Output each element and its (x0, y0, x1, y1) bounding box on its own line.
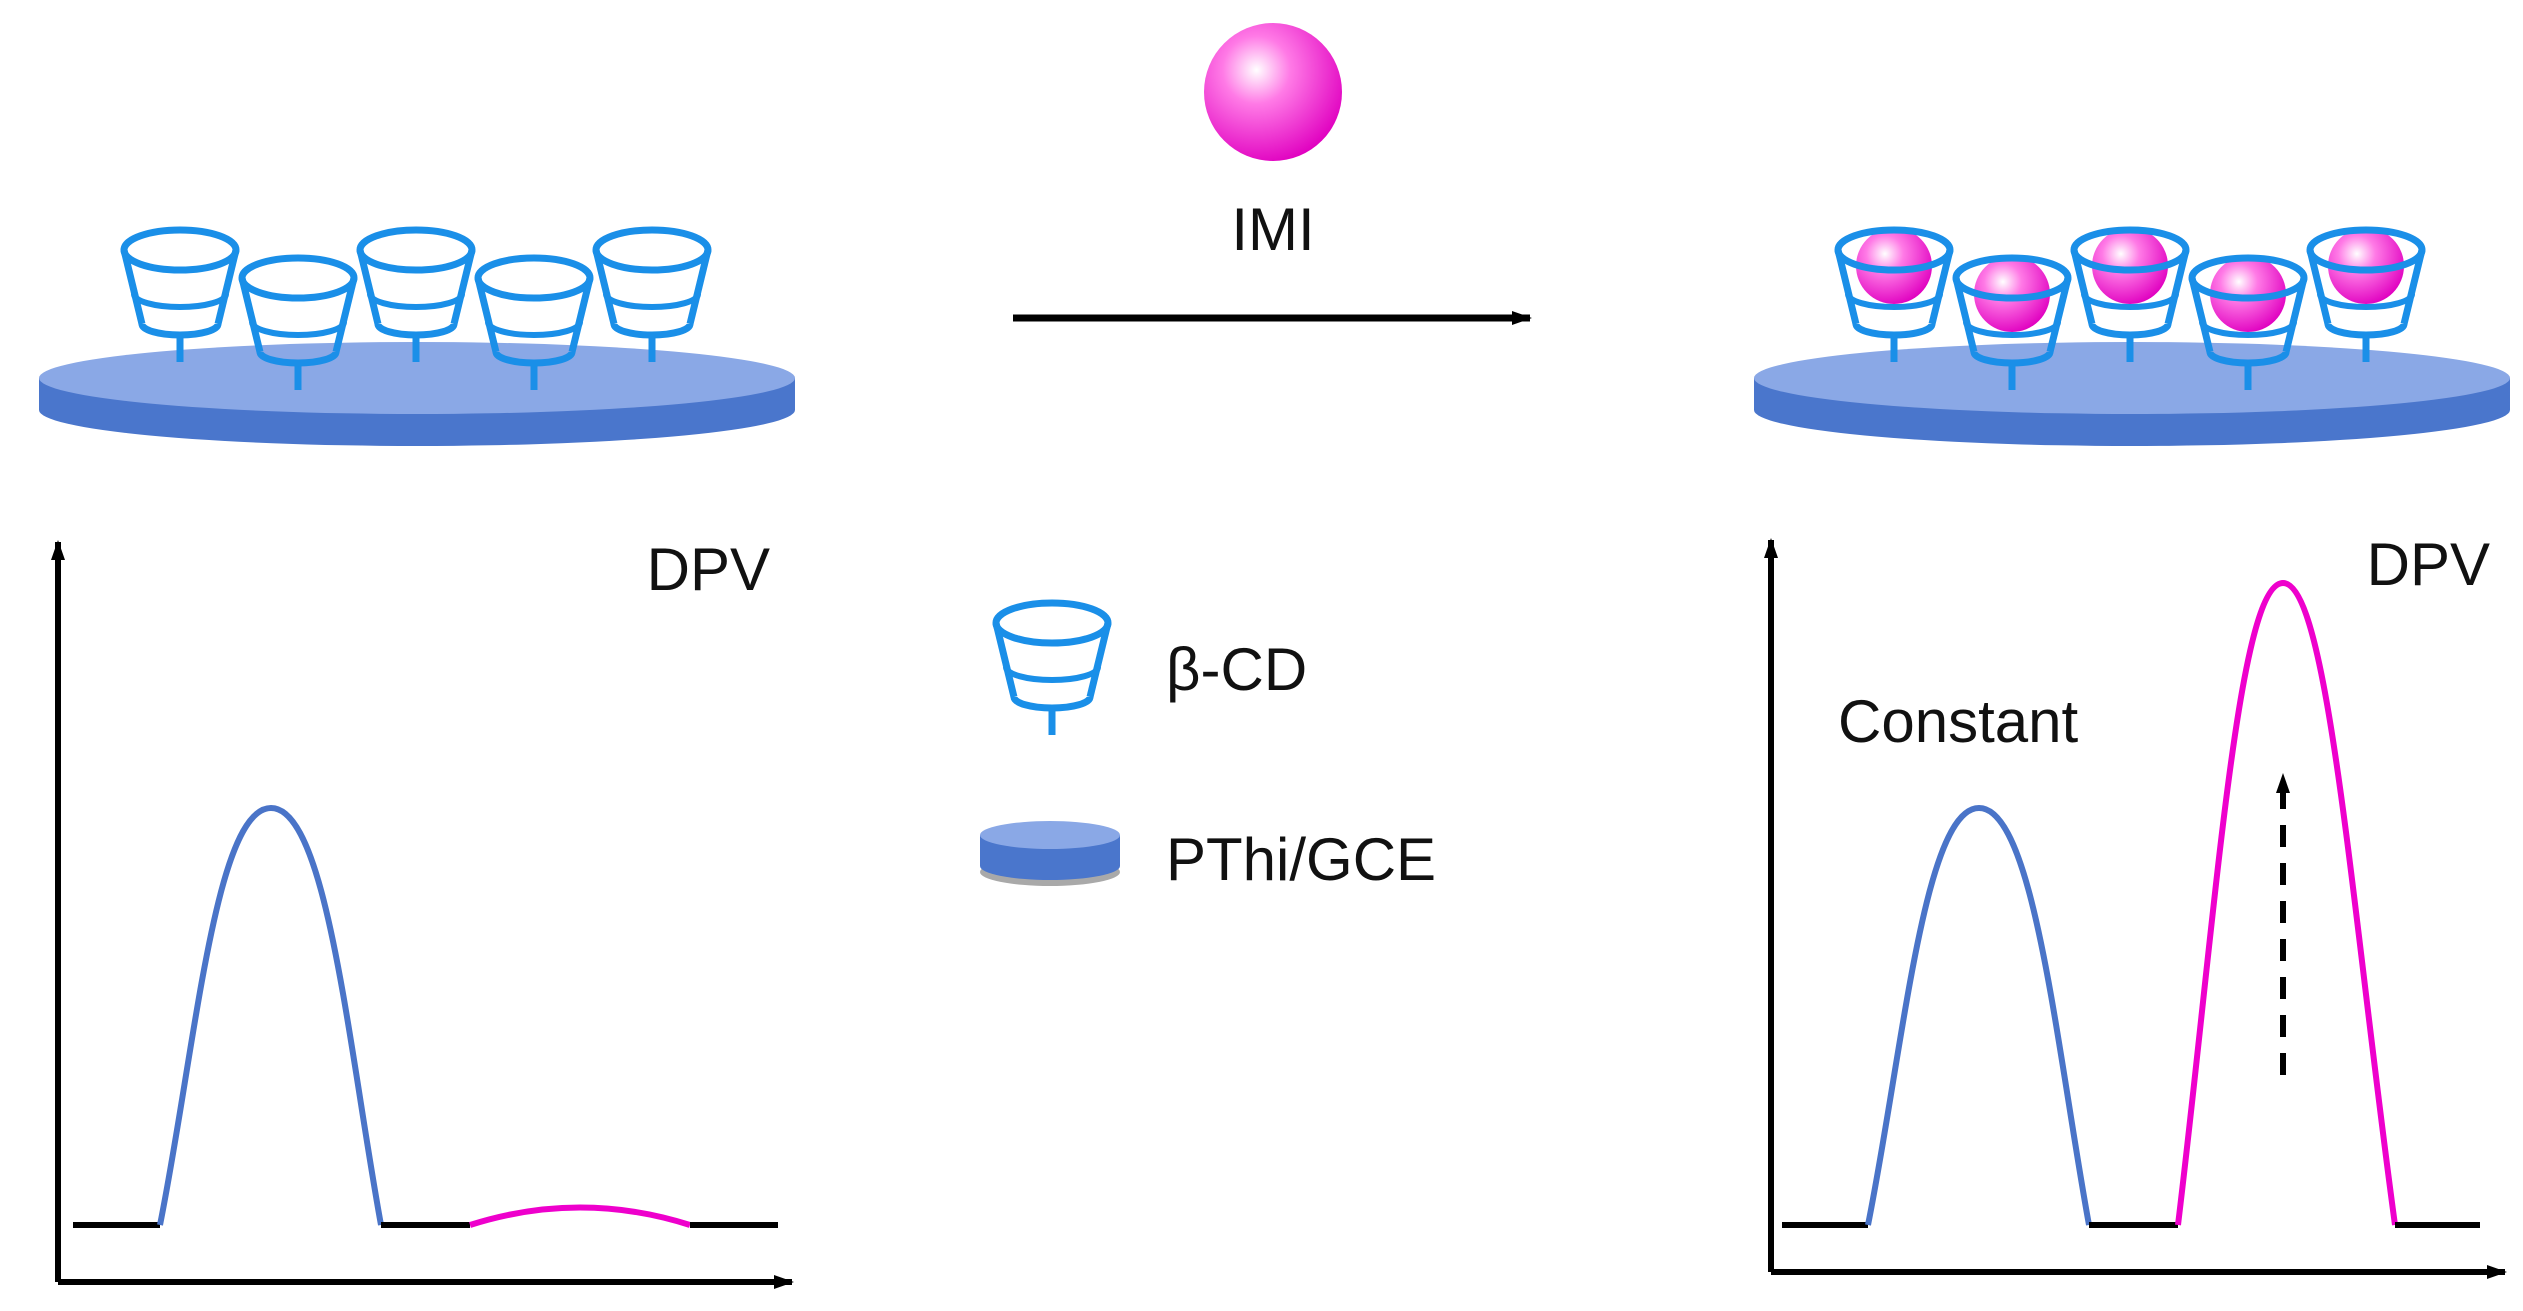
constant-annotation: Constant (1838, 688, 2078, 755)
right-electrode (1754, 342, 2510, 446)
baseline-peak-constant (1865, 804, 2092, 1226)
imi-sphere-icon (2210, 256, 2286, 332)
legend-label-beta-cd: β-CD (1166, 636, 1307, 703)
imi-sphere-icon (1974, 256, 2050, 332)
right-cd-cups-with-imi (1838, 228, 2422, 390)
electrode-top (1754, 342, 2510, 414)
right-dpv-plot: DPV Constant (1764, 531, 2507, 1279)
dpv-title: DPV (647, 536, 770, 603)
imi-sphere-icon (1856, 228, 1932, 304)
imi-sphere-icon (2328, 228, 2404, 304)
beta-cd-cup-icon (996, 603, 1108, 735)
imi-sphere-icon (1204, 23, 1342, 161)
beta-cd-cup-icon (596, 230, 708, 362)
electrode-disk-icon (980, 821, 1120, 886)
left-electrode (39, 342, 795, 446)
electrode-top (39, 342, 795, 414)
baseline-peak (157, 804, 384, 1226)
dpv-title: DPV (2367, 531, 2490, 598)
legend-label-pthi-gce: PThi/GCE (1166, 826, 1436, 893)
imi-sphere-icon (2092, 228, 2168, 304)
left-dpv-plot: DPV (51, 536, 794, 1289)
imi-peak-enhanced (2175, 579, 2398, 1226)
beta-cd-cup-icon (124, 230, 236, 362)
imi-peak-suppressed (469, 1204, 691, 1228)
legend: β-CD PThi/GCE (980, 603, 1436, 893)
analyte-label: IMI (1231, 196, 1314, 263)
